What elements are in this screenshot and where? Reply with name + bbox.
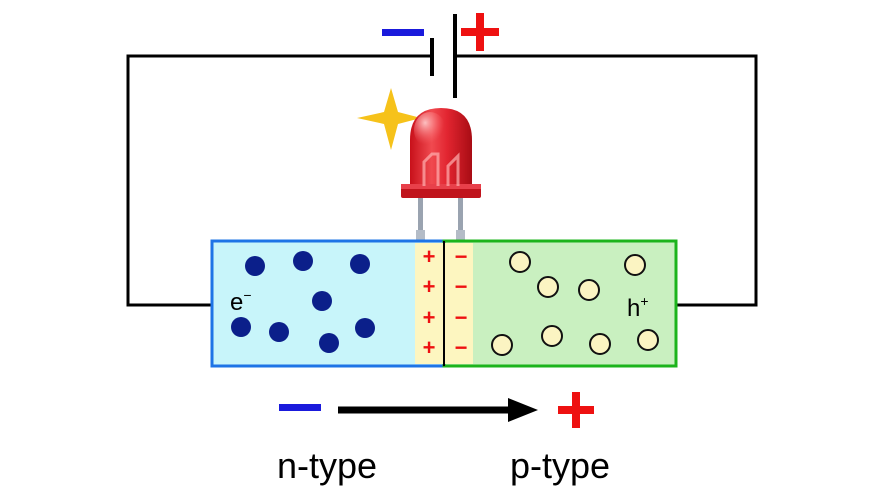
n-type-label: n-type	[277, 445, 377, 486]
battery-plus-sign	[461, 13, 499, 51]
bias-minus-sign	[279, 404, 321, 411]
electron	[319, 333, 339, 353]
led-icon	[401, 108, 481, 240]
bias-plus-sign	[558, 392, 594, 428]
electron-label: e−	[230, 287, 252, 316]
depletion-region-p	[444, 243, 473, 364]
depletion-plus-2: +	[423, 274, 436, 299]
holes	[491, 251, 659, 356]
hole	[491, 334, 513, 356]
hole	[578, 279, 600, 301]
electron	[293, 251, 313, 271]
hole	[589, 333, 611, 355]
battery-minus-sign	[382, 29, 424, 36]
electron	[312, 291, 332, 311]
depletion-minus-1: −	[455, 244, 468, 269]
sparkle-icon	[357, 88, 421, 150]
hole	[537, 276, 559, 298]
hole	[637, 329, 659, 351]
hole	[624, 254, 646, 276]
electron	[231, 317, 251, 337]
electron	[350, 254, 370, 274]
battery-icon	[430, 14, 457, 98]
hole	[541, 325, 563, 347]
depletion-charges: + + + + − − − −	[423, 244, 468, 360]
electrons	[231, 251, 375, 353]
depletion-region-n	[415, 243, 444, 364]
depletion-minus-4: −	[455, 335, 468, 360]
arrow-right-icon	[338, 398, 538, 422]
electron	[355, 318, 375, 338]
depletion-plus-1: +	[423, 244, 436, 269]
hole-label: h+	[627, 293, 649, 322]
circuit-wire	[126, 54, 758, 307]
depletion-plus-4: +	[423, 335, 436, 360]
depletion-plus-3: +	[423, 305, 436, 330]
depletion-minus-2: −	[455, 274, 468, 299]
hole	[509, 251, 531, 273]
electron	[269, 322, 289, 342]
p-type-label: p-type	[510, 445, 610, 486]
depletion-minus-3: −	[455, 305, 468, 330]
electron	[245, 256, 265, 276]
